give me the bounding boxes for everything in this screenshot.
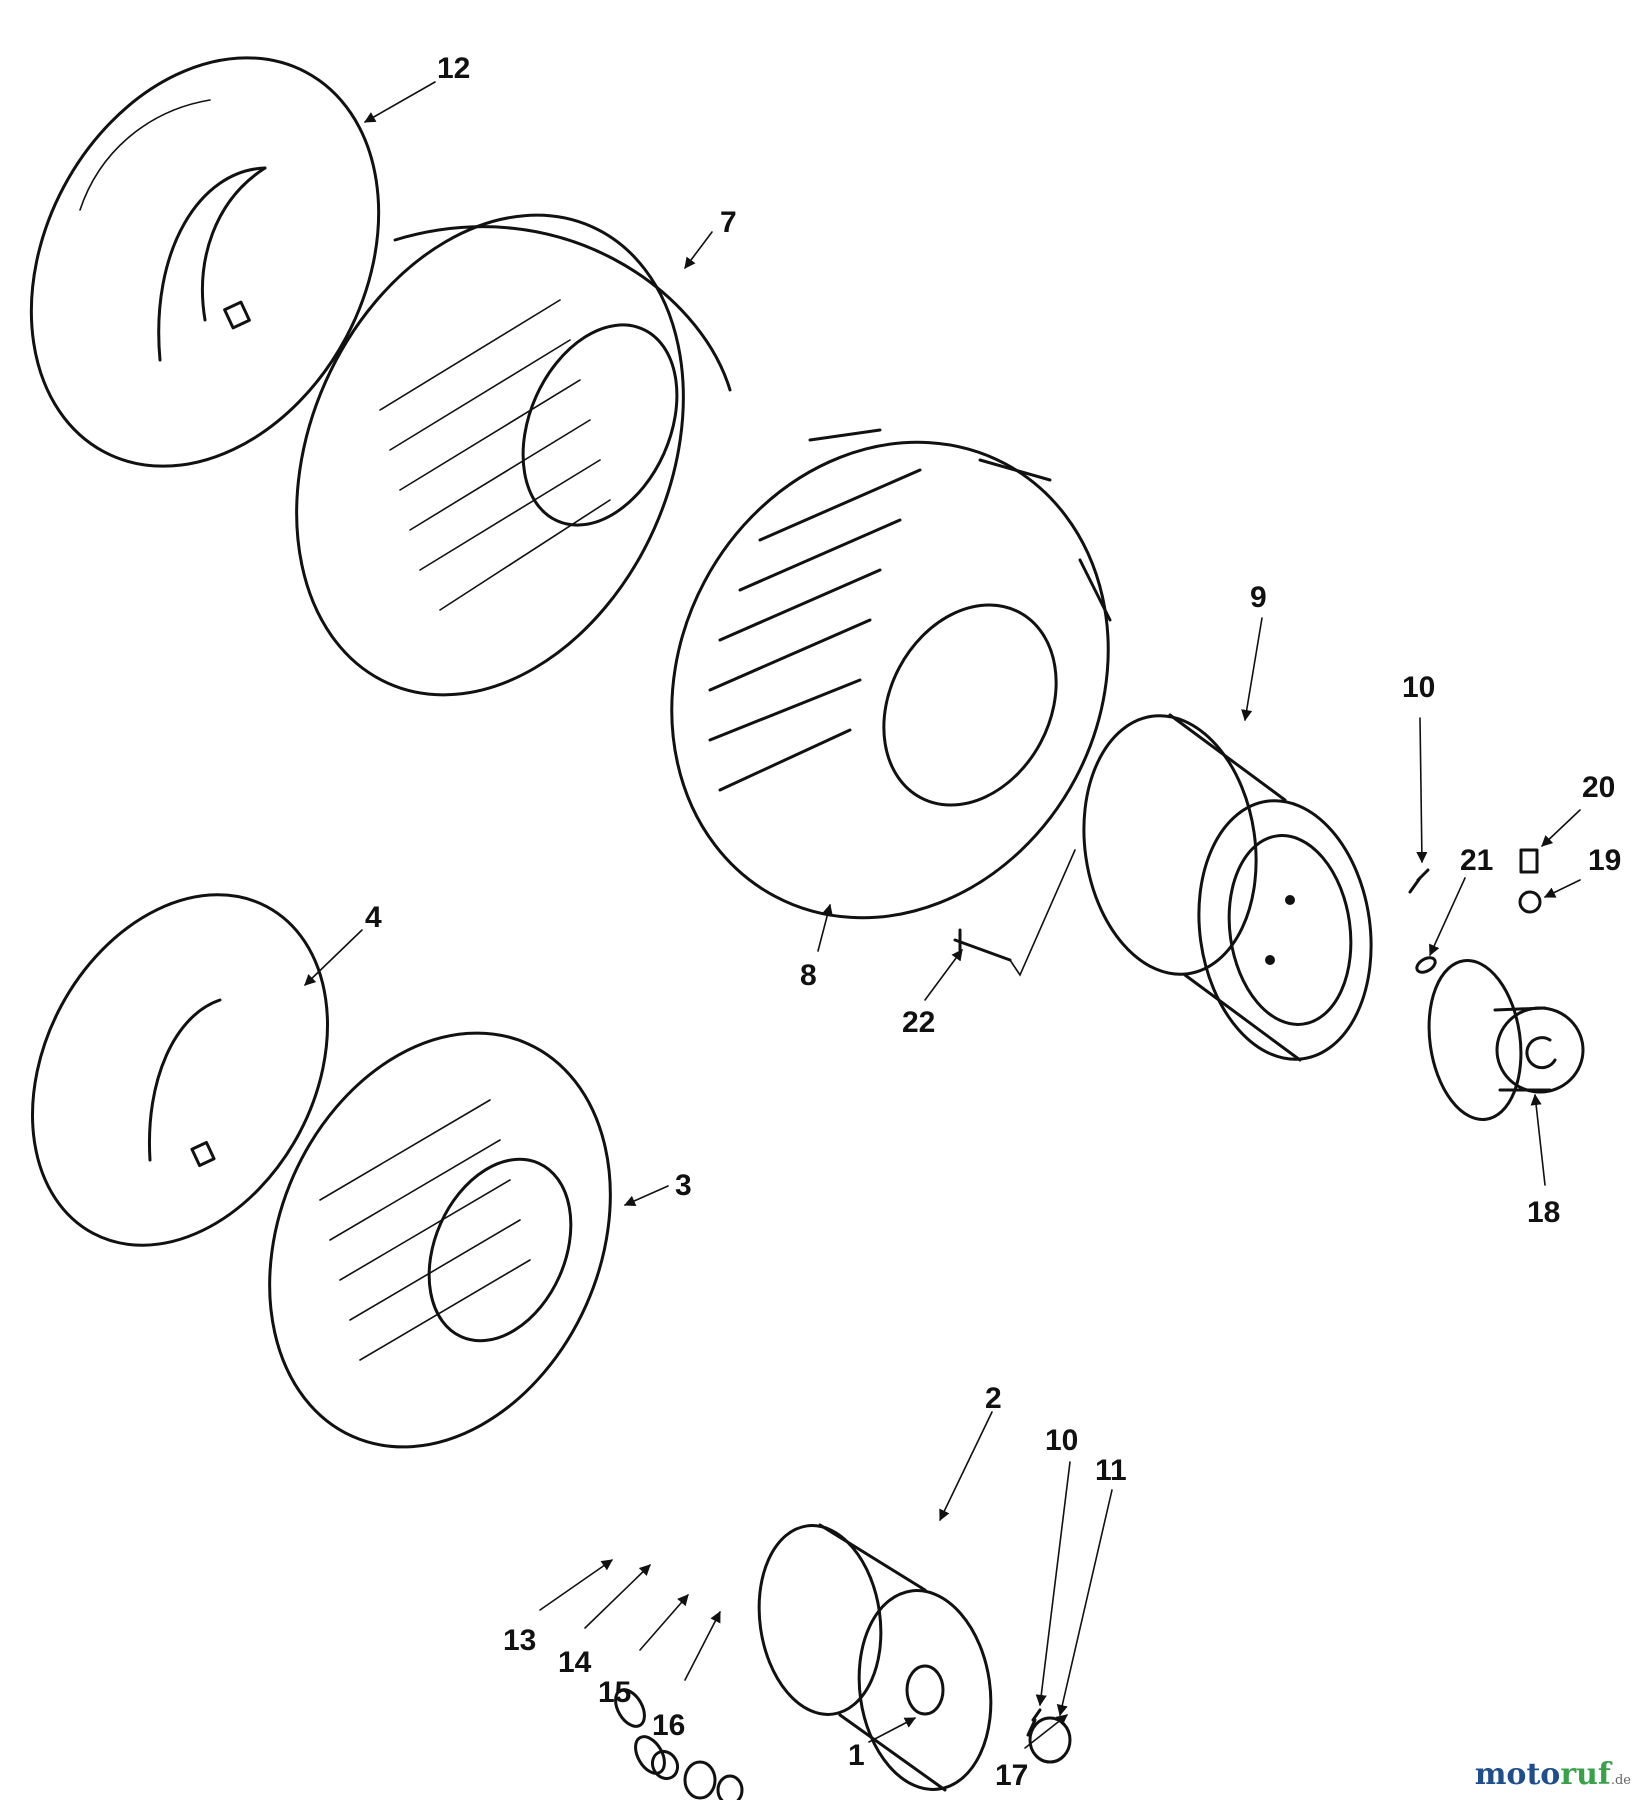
callout-number: 3 [675,1169,692,1202]
upper-lug-tire [670,428,1112,920]
callout-number: 8 [800,959,817,992]
washer-14 [650,1749,680,1781]
callout-number: 14 [558,1646,592,1679]
callout-number: 20 [1582,771,1615,804]
bushing-13 [614,1688,666,1775]
callout-number: 16 [652,1709,685,1742]
callout-number: 19 [1588,844,1621,877]
callouts: 12 7 9 10 20 19 21 8 22 18 4 3 2 10 11 1… [304,52,1621,1792]
nut-19 [1518,890,1542,914]
valve-10-lower [1026,1708,1042,1737]
upper-inner-tube [29,56,381,468]
callout-number: 18 [1527,1196,1560,1229]
lower-inner-tube [31,893,329,1247]
washer-16 [716,1774,744,1800]
callout-number: 15 [598,1676,631,1709]
callout-number: 21 [1460,844,1493,877]
callout-number: 7 [720,206,737,239]
callout-number: 12 [437,52,470,85]
hub [1427,959,1585,1121]
callout-number: 11 [1095,1454,1127,1487]
callout-number: 2 [985,1382,1002,1415]
callout-number: 17 [995,1759,1028,1792]
large-rim [1082,713,1373,1062]
callout-number: 1 [848,1739,865,1772]
site-watermark: motoruf.de [1475,1757,1631,1792]
key-21 [1415,956,1437,974]
watermark-moto: moto [1474,1757,1561,1792]
bearing-11 [1028,1716,1072,1764]
callout-number: 10 [1045,1424,1078,1457]
callout-number: 4 [365,901,382,934]
valve-10-upper [1408,868,1430,894]
lower-turf-tire [268,1031,612,1449]
bolt-20 [1519,848,1539,874]
upper-turf-tire [295,213,732,697]
washer-15 [683,1760,717,1800]
callout-number: 9 [1250,581,1267,614]
watermark-suffix: .de [1610,1773,1631,1788]
small-rim-2 [757,1523,993,1792]
callout-number: 13 [503,1624,536,1657]
callout-number: 22 [902,1006,935,1039]
watermark-ruf: ruf [1560,1757,1611,1792]
lug-bolt-22 [953,849,1076,977]
callout-number: 10 [1402,671,1435,704]
